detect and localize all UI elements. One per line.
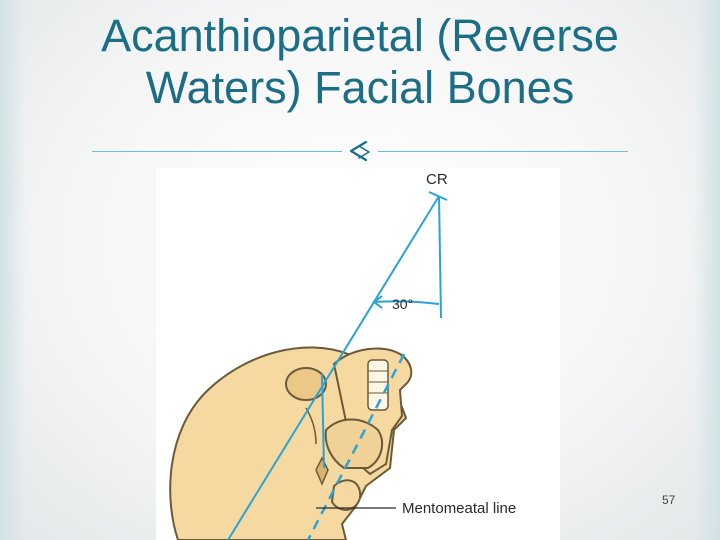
title-divider-left	[92, 151, 342, 152]
left-edge-decoration	[0, 0, 26, 540]
title-divider-right	[378, 151, 628, 152]
angle-arc	[373, 300, 440, 305]
cr-label: CR	[426, 171, 448, 188]
decorative-swirl-icon	[349, 140, 370, 162]
skull-mandible	[324, 418, 384, 469]
mentomeatal-line	[306, 353, 406, 540]
title-line-1: Acanthioparietal (Reverse	[101, 10, 619, 61]
positioning-diagram: CR 30° Mentomeatal line	[169, 171, 516, 540]
positioning-figure: CR 30° Mentomeatal line	[156, 168, 560, 540]
mentomeatal-label: Mentomeatal line	[402, 500, 516, 517]
vertical-face-line	[321, 373, 325, 469]
skull-orbit	[285, 367, 327, 401]
title-line-2: Waters) Facial Bones	[145, 62, 575, 113]
skull-ear	[315, 456, 329, 486]
page-number: 57	[662, 493, 676, 507]
slide-title: Acanthioparietal (Reverse Waters) Facial…	[40, 10, 680, 114]
central-ray-line	[227, 195, 440, 540]
skull-chin	[330, 479, 362, 511]
right-edge-decoration	[694, 0, 720, 540]
vertical-reference-line	[438, 195, 442, 319]
angle-label: 30°	[392, 296, 413, 312]
